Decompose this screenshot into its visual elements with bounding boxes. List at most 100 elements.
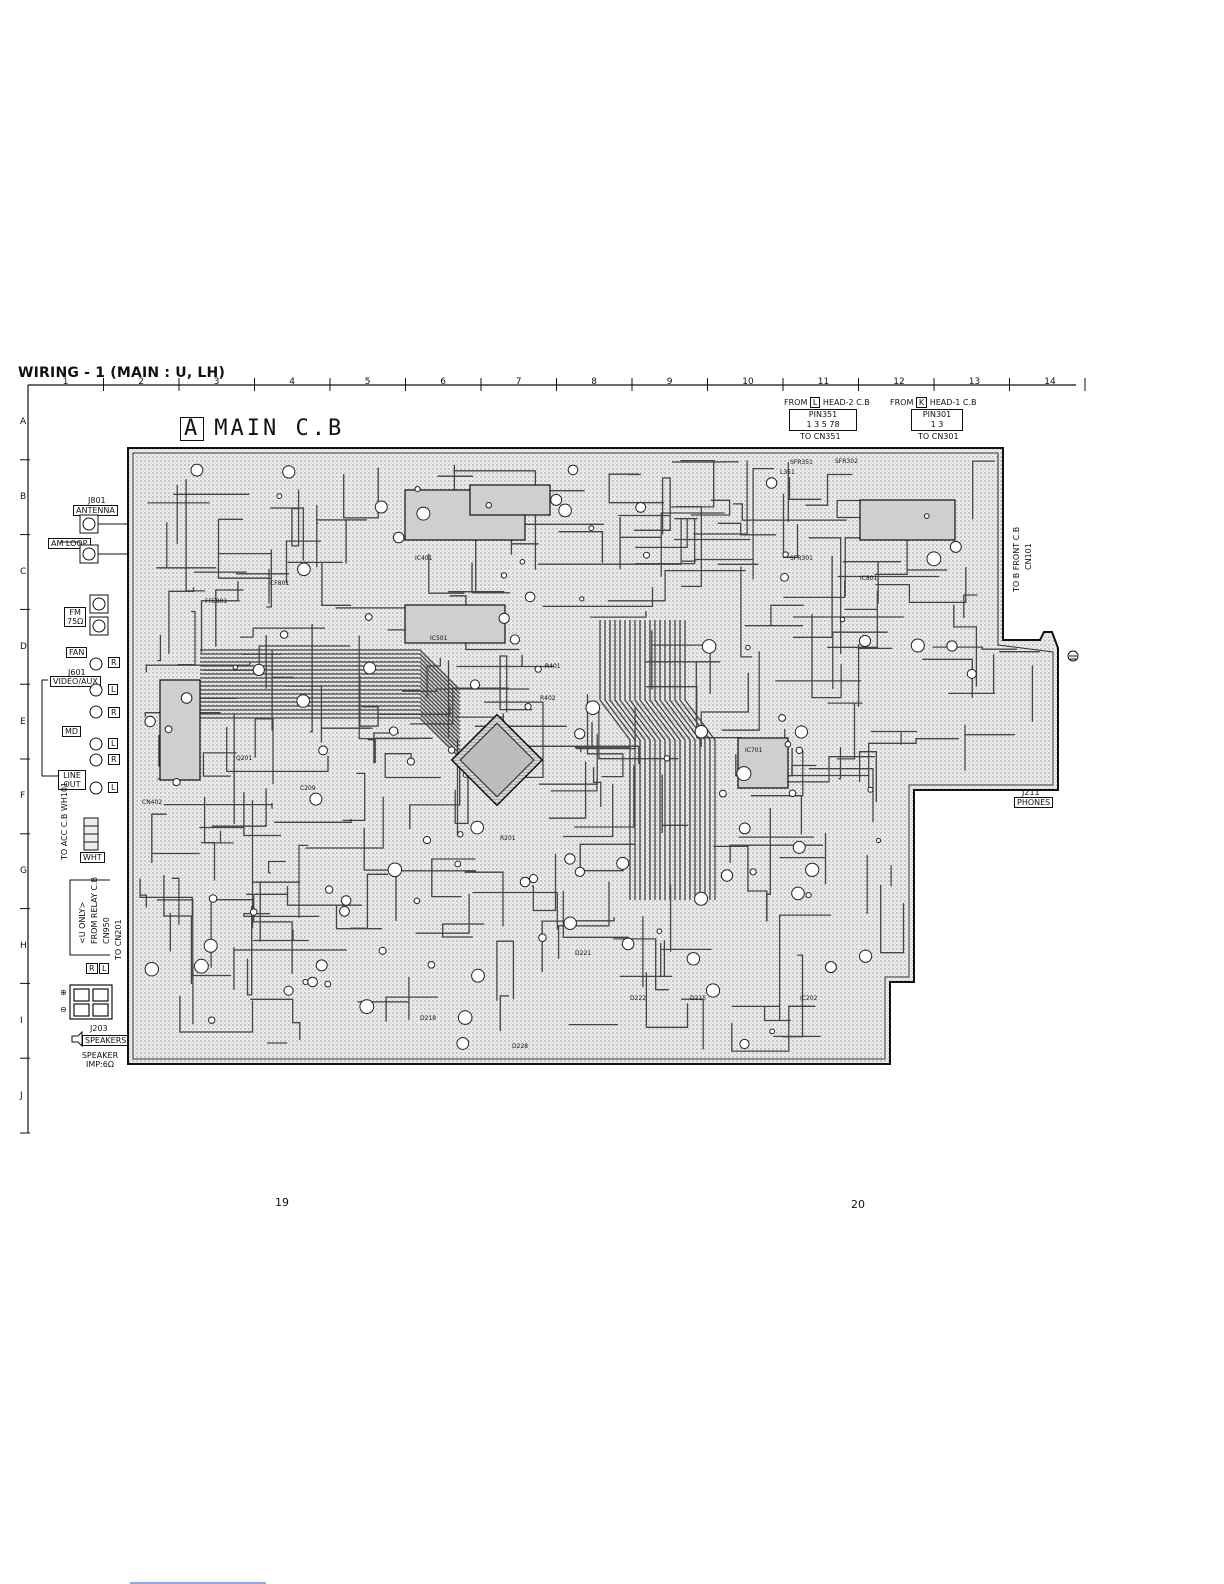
- solder-pad: [469, 679, 481, 690]
- phones-label: PHONES: [1014, 797, 1054, 808]
- solder-pad: [249, 908, 258, 916]
- solder-pad: [745, 644, 751, 651]
- solder-pad: [788, 789, 797, 798]
- solder-pad: [588, 525, 595, 531]
- solder-pad: [279, 630, 289, 639]
- solder-pad: [563, 916, 577, 930]
- component-label: D228: [512, 1043, 528, 1050]
- solder-pad: [875, 837, 882, 844]
- channel-l-label-md: L: [108, 738, 119, 749]
- solder-pad: [456, 1037, 470, 1050]
- solder-pad: [190, 463, 204, 477]
- solder-pad: [966, 668, 977, 679]
- solder-pad: [859, 949, 873, 963]
- board-letter: A: [180, 417, 205, 441]
- j601-label: J601: [68, 668, 86, 677]
- component-label: SFR351: [790, 459, 813, 466]
- solder-pad: [315, 959, 328, 972]
- solder-pad: [414, 486, 421, 493]
- page-number-right: 20: [851, 1198, 865, 1211]
- solder-pad: [579, 596, 585, 602]
- solder-pad: [509, 634, 521, 645]
- pin-numbers: 1 3: [930, 420, 944, 429]
- component-label: CN402: [142, 799, 162, 806]
- solder-pad: [794, 725, 809, 739]
- solder-pad: [413, 897, 421, 905]
- solder-pad: [643, 551, 650, 559]
- solder-pad: [736, 766, 752, 782]
- solder-pad: [297, 562, 311, 577]
- solder-pad: [416, 506, 431, 521]
- grid-row-F: F: [20, 791, 26, 802]
- solder-pad: [519, 876, 531, 888]
- pcb-components: [144, 463, 977, 1050]
- solder-pad: [252, 663, 265, 677]
- solder-pad: [296, 694, 311, 708]
- component-label: IC801: [860, 575, 878, 582]
- ic-chip: [404, 604, 506, 644]
- from-suffix: HEAD-2 C.B: [822, 398, 870, 407]
- grid-column-1: 1: [62, 377, 69, 387]
- solder-pad: [194, 958, 209, 974]
- component-label: D215: [690, 995, 706, 1002]
- plus-symbol: ⊕: [60, 988, 67, 997]
- solder-pad: [208, 1016, 216, 1024]
- component-label: R201: [500, 835, 516, 842]
- pin-label: PIN301: [922, 410, 952, 419]
- grid-column-8: 8: [591, 377, 597, 387]
- component-label: IC701: [745, 747, 763, 754]
- solder-pad: [457, 831, 464, 838]
- solder-pad: [447, 746, 456, 754]
- solder-pad: [567, 464, 579, 476]
- component-label: SFR302: [835, 458, 858, 465]
- solder-pad: [792, 840, 806, 854]
- grid-column-5: 5: [364, 377, 371, 387]
- grid-column-10: 10: [742, 377, 754, 387]
- minus-symbol: ⊖: [60, 1005, 67, 1014]
- solder-pad: [824, 961, 837, 974]
- from-prefix: FROM: [890, 398, 914, 407]
- channel-l-label: L: [108, 684, 119, 695]
- solder-pad: [585, 700, 601, 716]
- solder-pad: [363, 661, 377, 675]
- grid-row-J: J: [20, 1090, 23, 1101]
- ic-chip: [859, 499, 956, 541]
- pin-label: PIN351: [808, 410, 838, 419]
- grid-row-G: G: [20, 866, 27, 877]
- solder-pad: [528, 874, 539, 884]
- solder-pad: [867, 786, 874, 793]
- component-label: D218: [420, 1015, 436, 1022]
- solder-pad: [340, 895, 352, 906]
- solder-pad: [282, 465, 296, 479]
- solder-pad: [276, 493, 283, 500]
- solder-pad: [694, 725, 708, 739]
- solder-pad: [524, 591, 536, 603]
- solder-pad: [686, 952, 701, 966]
- solder-pad: [164, 725, 173, 734]
- solder-pad: [378, 946, 387, 955]
- grid-column-9: 9: [666, 377, 673, 387]
- solder-pad: [180, 692, 193, 704]
- solder-pad: [923, 513, 930, 519]
- page-number-left: 19: [275, 1196, 289, 1209]
- grid-row-I: I: [20, 1015, 23, 1026]
- solder-pad: [283, 985, 294, 996]
- to-cn351: TO CN351: [800, 432, 841, 441]
- solder-pad: [719, 789, 727, 798]
- solder-pad: [471, 968, 485, 983]
- component-label: IC202: [800, 995, 818, 1002]
- solder-pad: [574, 728, 586, 740]
- component-label: D221: [575, 950, 591, 957]
- solder-pad: [485, 502, 492, 509]
- solder-pad: [374, 500, 388, 514]
- grid-row-B: B: [20, 492, 27, 503]
- grid-column-11: 11: [817, 377, 830, 387]
- fan-label: FAN: [66, 647, 88, 658]
- solder-pad: [388, 726, 399, 736]
- fm-text: FM: [69, 608, 81, 617]
- solder-pad: [738, 822, 751, 835]
- solder-pad: [791, 886, 805, 901]
- solder-pad: [805, 862, 820, 877]
- grid-row-E: E: [20, 716, 26, 727]
